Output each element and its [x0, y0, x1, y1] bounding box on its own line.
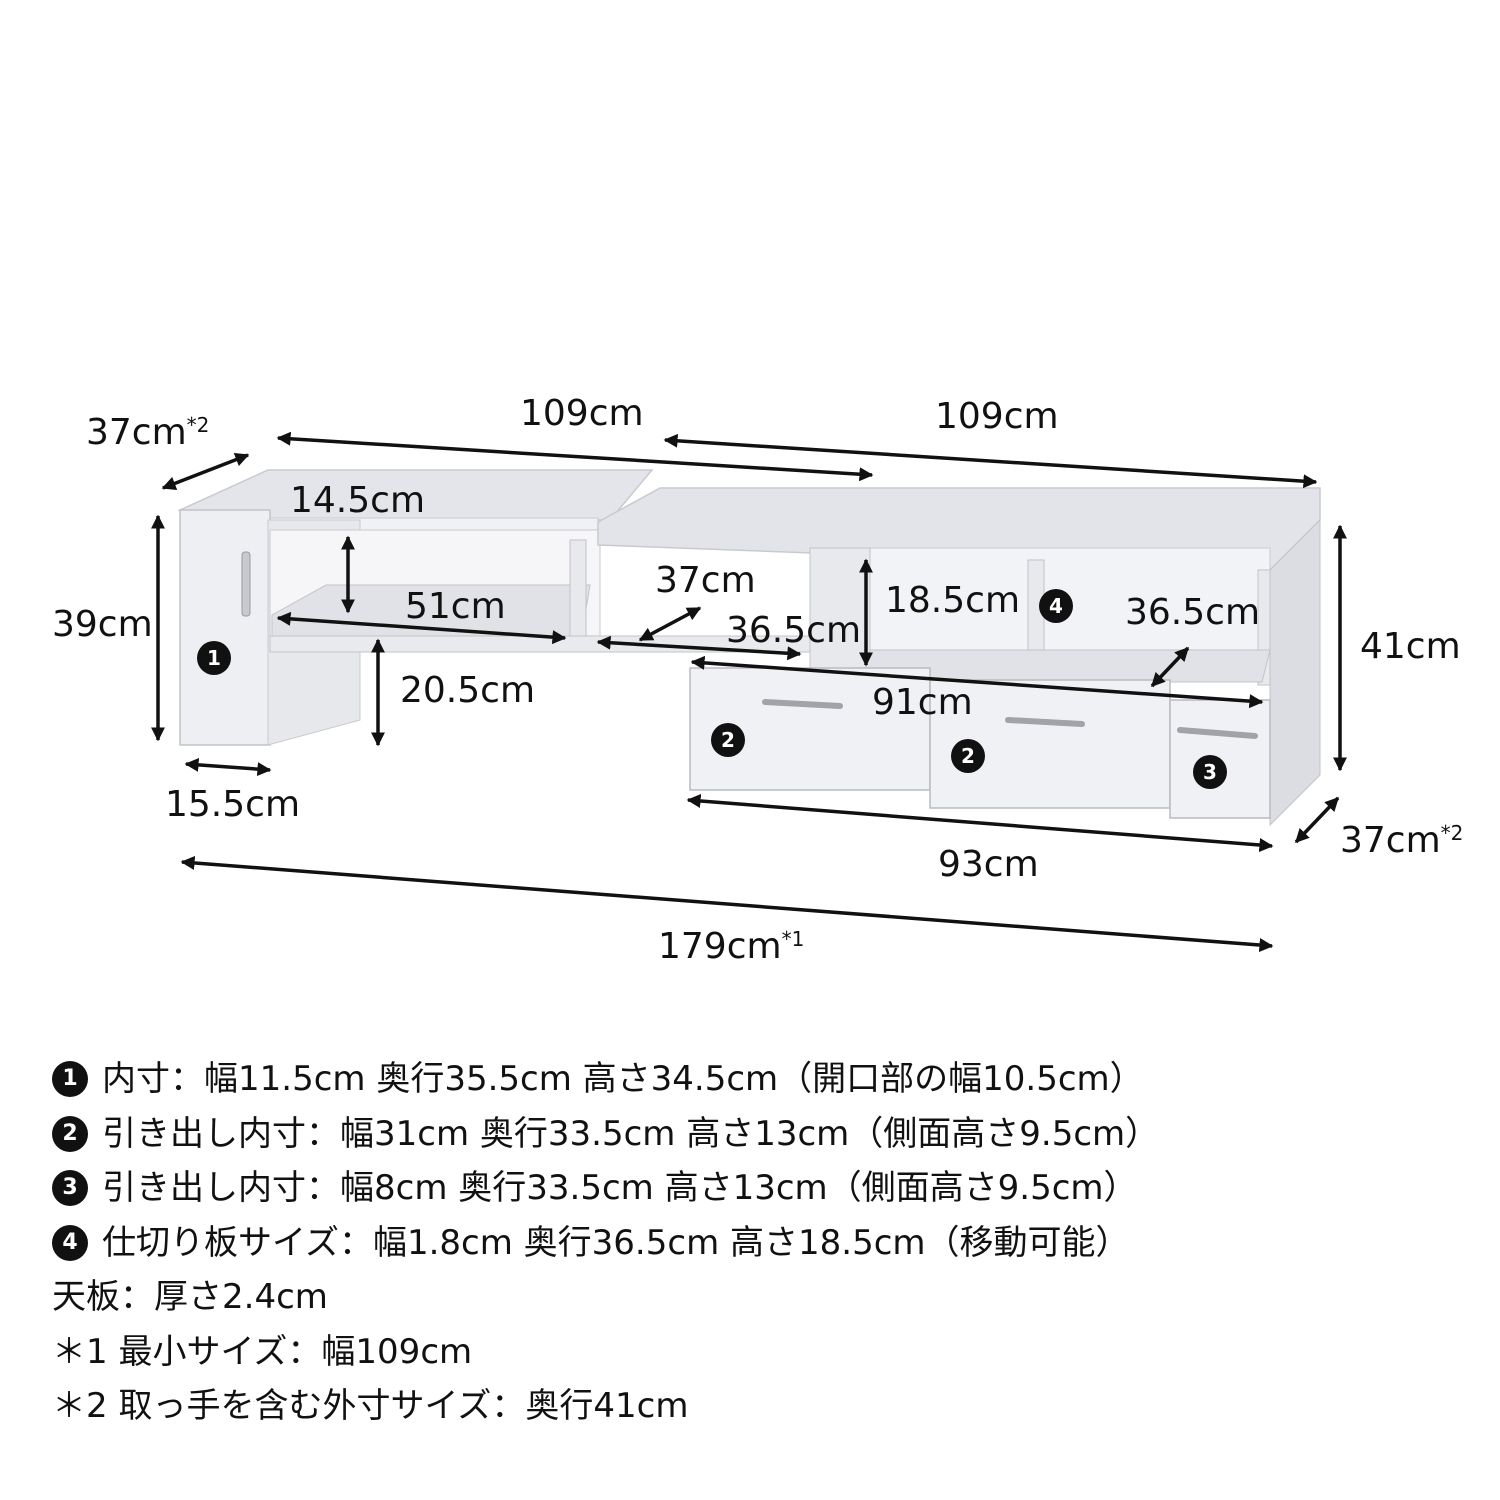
arrow-drawer-unit-width — [686, 794, 1274, 852]
note-line: ＊2 取っ手を含む外寸サイズ：奥行41cm — [52, 1379, 1472, 1434]
label-height-right: 41cm — [1360, 626, 1461, 667]
note-line: 1 内寸：幅11.5cm 奥行35.5cm 高さ34.5cm（開口部の幅10.5… — [52, 1052, 1472, 1107]
label-depth-left: 37cm*2 — [86, 412, 209, 453]
note-text: 引き出し内寸：幅8cm 奥行33.5cm 高さ13cm（側面高さ9.5cm） — [102, 1168, 1138, 1208]
arrow-shelf-width-middle — [596, 635, 802, 661]
label-shelf-height-right: 18.5cm — [885, 580, 1020, 621]
label-shelf-height-top: 14.5cm — [290, 480, 425, 521]
left-cabinet — [179, 509, 271, 746]
note-line: 3 引き出し内寸：幅8cm 奥行33.5cm 高さ13cm（側面高さ9.5cm） — [52, 1161, 1472, 1216]
badge-3: 3 — [1193, 755, 1227, 789]
spec-notes: 1 内寸：幅11.5cm 奥行35.5cm 高さ34.5cm（開口部の幅10.5… — [52, 1052, 1472, 1434]
arrow-shelf-depth-right — [1150, 646, 1190, 688]
badge-4: 4 — [1039, 589, 1073, 623]
drawer-handle-1 — [762, 699, 843, 709]
note-text: ＊2 取っ手を含む外寸サイズ：奥行41cm — [52, 1386, 689, 1426]
note-line: 4 仕切り板サイズ：幅1.8cm 奥行36.5cm 高さ18.5cm（移動可能） — [52, 1216, 1472, 1271]
arrow-width-right-unit — [663, 433, 1318, 489]
note-text: 天板：厚さ2.4cm — [52, 1277, 328, 1317]
note-text: ＊1 最小サイズ：幅109cm — [52, 1331, 473, 1372]
label-width-right-unit: 109cm — [935, 396, 1059, 437]
label-shelf-depth-middle: 37cm — [655, 560, 756, 601]
svg-text:2: 2 — [721, 728, 735, 752]
arrow-column-width-left — [184, 757, 272, 777]
arrow-shelf-depth-middle — [638, 606, 702, 642]
left-middle-divider — [569, 539, 587, 651]
note-badge-2: 2 — [52, 1115, 88, 1152]
left-cabinet-handle — [241, 551, 251, 617]
label-total-width: 179cm*1 — [658, 926, 804, 967]
note-line: 2 引き出し内寸：幅31cm 奥行33.5cm 高さ13cm（側面高さ9.5cm… — [52, 1107, 1472, 1162]
badge-1: 1 — [197, 641, 231, 675]
note-text: 内寸：幅11.5cm 奥行35.5cm 高さ34.5cm（開口部の幅10.5cm… — [102, 1059, 1144, 1099]
label-width-left-unit: 109cm — [520, 393, 644, 434]
note-badge-4: 4 — [52, 1224, 88, 1261]
drawer-handle-3 — [1177, 727, 1258, 739]
arrow-shelf-width-left — [276, 611, 567, 645]
note-line: 天板：厚さ2.4cm — [52, 1270, 1472, 1325]
note-line: ＊1 最小サイズ：幅109cm — [52, 1325, 1472, 1380]
svg-text:3: 3 — [1203, 760, 1217, 784]
label-depth-right: 37cm*2 — [1340, 820, 1463, 861]
svg-text:4: 4 — [1049, 594, 1063, 618]
label-shelf-width-left: 51cm — [405, 586, 506, 627]
label-height-left: 39cm — [52, 604, 153, 645]
label-inner-width-right: 91cm — [872, 682, 973, 723]
label-drawer-unit-width: 93cm — [938, 844, 1039, 885]
svg-text:1: 1 — [207, 646, 221, 670]
label-column-width-left: 15.5cm — [165, 784, 300, 825]
furniture-dimension-diagram: 37cm*2 109cm 109cm 14.5cm 39cm 51cm 37cm… — [52, 393, 1463, 967]
label-shelf-depth-right: 36.5cm — [1125, 592, 1260, 633]
note-text: 仕切り板サイズ：幅1.8cm 奥行36.5cm 高さ18.5cm（移動可能） — [102, 1222, 1130, 1263]
dimension-arrows — [151, 431, 1347, 953]
note-badge-3: 3 — [52, 1170, 88, 1207]
badge-2-left: 2 — [711, 723, 745, 757]
drawer-handle-2 — [1005, 717, 1085, 727]
dimension-labels: 37cm*2 109cm 109cm 14.5cm 39cm 51cm 37cm… — [52, 393, 1463, 967]
note-badge-1: 1 — [52, 1061, 88, 1098]
arrow-depth-right — [1294, 796, 1340, 844]
label-shelf-width-middle: 36.5cm — [726, 610, 861, 651]
arrow-depth-left — [161, 453, 250, 490]
svg-text:2: 2 — [961, 744, 975, 768]
right-side-panel — [1269, 518, 1321, 827]
arrow-inner-width-right — [690, 655, 1264, 709]
note-text: 引き出し内寸：幅31cm 奥行33.5cm 高さ13cm（側面高さ9.5cm） — [102, 1113, 1160, 1154]
arrow-total-width — [180, 855, 1274, 953]
badge-2-right: 2 — [951, 739, 985, 773]
label-lower-opening-height: 20.5cm — [400, 670, 535, 711]
part-badges: 1 2 2 3 4 — [197, 589, 1227, 789]
